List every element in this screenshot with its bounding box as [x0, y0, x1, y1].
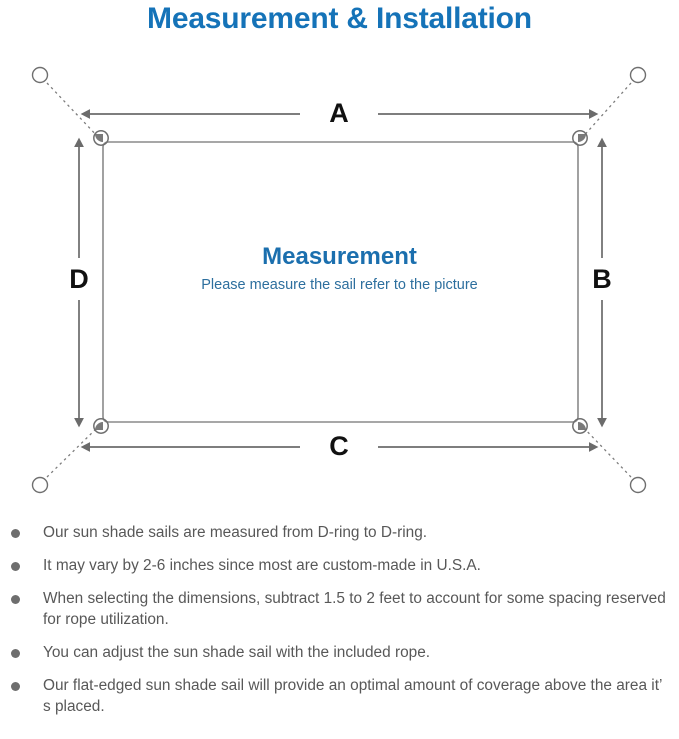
- rope-bottom-right: [580, 424, 632, 478]
- page-title: Measurement & Installation: [147, 2, 532, 35]
- anchor-top-left-icon: [31, 66, 49, 84]
- note-text: You can adjust the sun shade sail with t…: [43, 644, 431, 661]
- anchor-bottom-right-icon: [629, 476, 647, 494]
- rope-lines: [46, 82, 632, 478]
- d-ring-top-left-icon: [93, 130, 109, 146]
- bullet-icon: [11, 649, 20, 658]
- anchor-top-right-icon: [629, 66, 647, 84]
- d-rings: [93, 130, 588, 434]
- sail-measurement-diagram: Measurement Please measure the sail refe…: [31, 66, 647, 494]
- d-ring-bottom-right-icon: [572, 418, 588, 434]
- dimension-label-c: C: [329, 431, 349, 461]
- bullet-icon: [11, 682, 20, 691]
- d-ring-bottom-left-icon: [93, 418, 109, 434]
- anchor-bottom-left-icon: [31, 476, 49, 494]
- list-item: Our sun shade sails are measured from D-…: [0, 522, 679, 543]
- bullet-icon: [11, 595, 20, 604]
- rope-top-right: [580, 82, 632, 140]
- note-text: Our flat-edged sun shade sail will provi…: [43, 677, 662, 715]
- list-item: When selecting the dimensions, subtract …: [0, 588, 679, 630]
- dimension-label-b: B: [592, 264, 612, 294]
- note-text: It may vary by 2-6 inches since most are…: [43, 557, 481, 574]
- notes-list: Our sun shade sails are measured from D-…: [0, 522, 679, 729]
- diagram-canvas: [31, 66, 647, 494]
- dimension-arrows: [74, 109, 607, 452]
- sail-subheading: Please measure the sail refer to the pic…: [201, 277, 478, 293]
- bullet-icon: [11, 562, 20, 571]
- sail-heading: Measurement: [262, 243, 417, 270]
- sail-rectangle: [102, 141, 579, 423]
- note-text: When selecting the dimensions, subtract …: [43, 590, 666, 628]
- dimension-label-d: D: [69, 264, 89, 294]
- list-item: Our flat-edged sun shade sail will provi…: [0, 675, 679, 717]
- anchor-points: [31, 66, 647, 494]
- dimension-label-a: A: [329, 98, 349, 128]
- rope-top-left: [46, 82, 101, 140]
- list-item: You can adjust the sun shade sail with t…: [0, 642, 679, 663]
- list-item: It may vary by 2-6 inches since most are…: [0, 555, 679, 576]
- rope-bottom-left: [46, 424, 101, 478]
- note-text: Our sun shade sails are measured from D-…: [43, 524, 428, 541]
- d-ring-top-right-icon: [572, 130, 588, 146]
- bullet-icon: [11, 529, 20, 538]
